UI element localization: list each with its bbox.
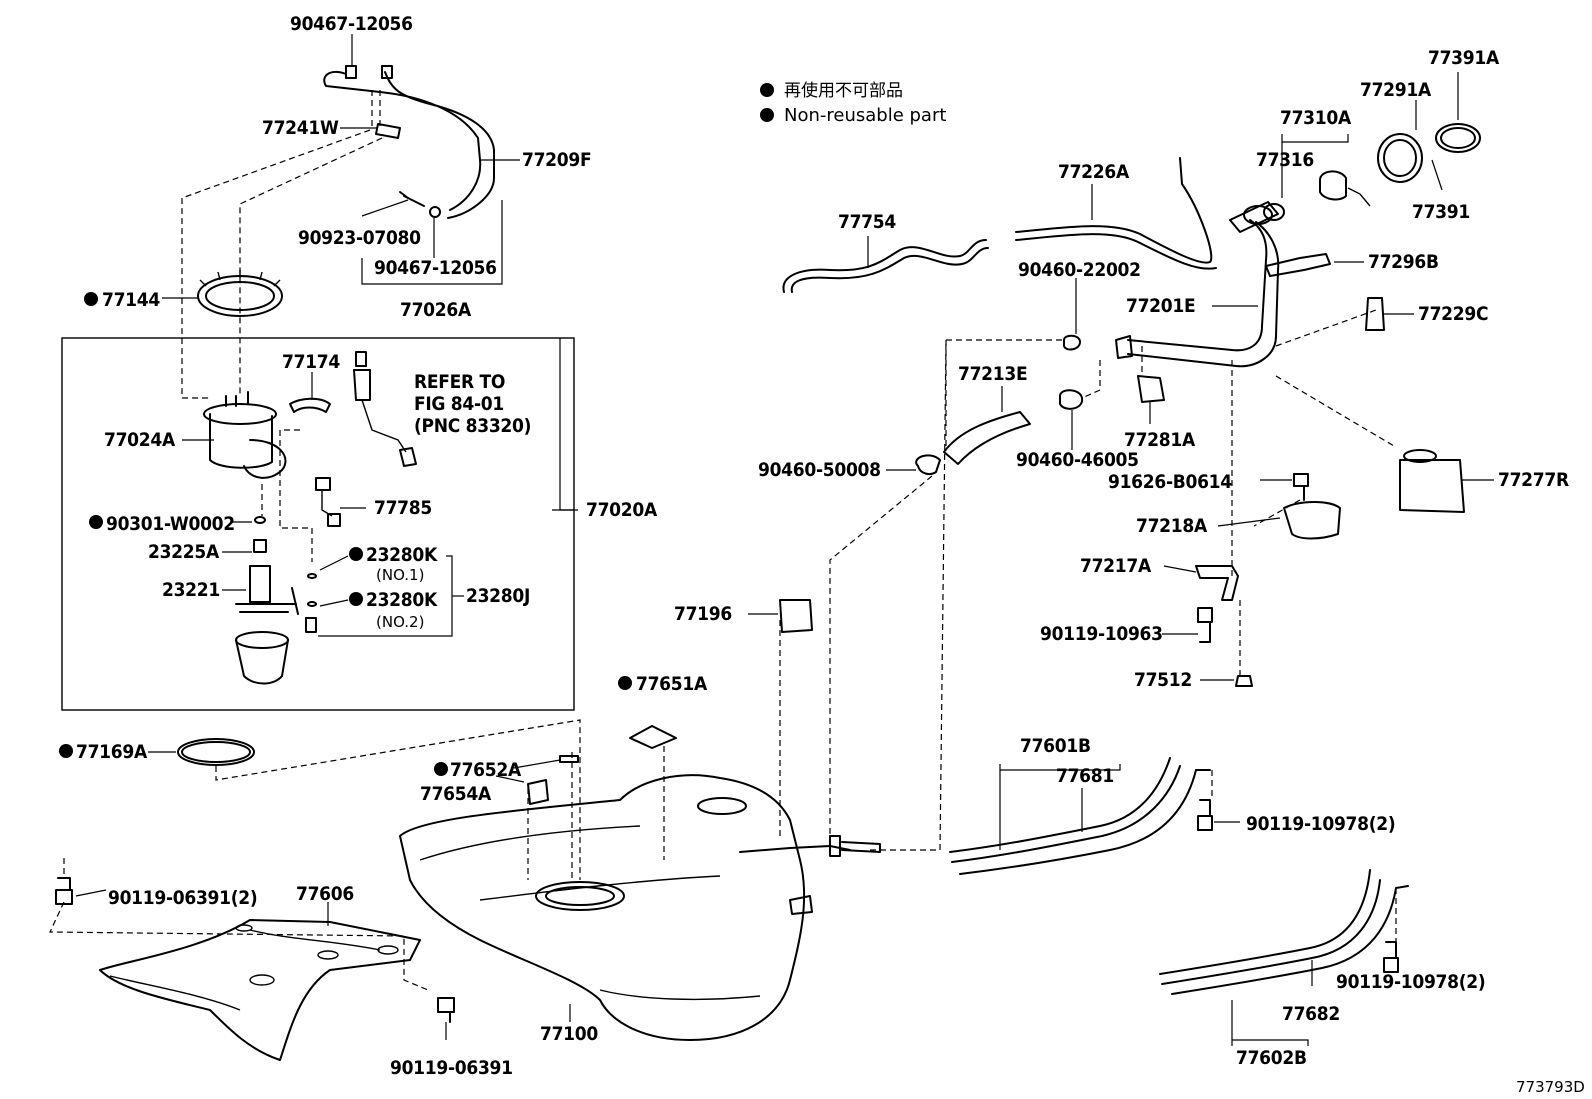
non-reusable-bullet-icon — [618, 676, 632, 690]
part-label: 90467-12056 — [374, 257, 497, 279]
part-label: 77391A — [1428, 47, 1500, 69]
non-reusable-bullet-icon — [89, 515, 103, 529]
non-reusable-bullet-icon — [84, 292, 98, 306]
part-label: 77229C — [1418, 303, 1488, 325]
part-label: 77024A — [104, 429, 176, 451]
part-label: 77512 — [1134, 669, 1192, 691]
filler-pipe-drawings — [779, 123, 1481, 995]
part-label: 90460-22002 — [1018, 259, 1141, 281]
part-label: 77020A — [586, 499, 658, 521]
part-sublabel: (NO.2) — [376, 613, 424, 631]
part-label: 77217A — [1080, 555, 1152, 577]
part-label: 77291A — [1360, 79, 1432, 101]
part-label: 90301-W0002 — [106, 513, 235, 535]
part-label: 77654A — [420, 783, 492, 805]
leader-lines — [75, 34, 1494, 1046]
refer-line-2: FIG 84-01 — [414, 393, 504, 415]
part-label: 77196 — [674, 603, 732, 625]
legend: 再使用不可部品 Non-reusable part — [760, 80, 946, 126]
part-label: 77100 — [540, 1023, 598, 1045]
legend-text-jp: 再使用不可部品 — [784, 80, 903, 101]
part-label: 77601B — [1020, 735, 1091, 757]
part-label: 77201E — [1126, 295, 1195, 317]
part-label: 77213E — [958, 363, 1027, 385]
part-label: 23280K — [366, 544, 438, 566]
part-label: 77209F — [522, 149, 591, 171]
part-label: 77218A — [1136, 515, 1208, 537]
part-label: 90119-06391 — [390, 1057, 513, 1079]
part-label: 77681 — [1056, 765, 1114, 787]
part-label: 77226A — [1058, 161, 1130, 183]
part-label: 77174 — [282, 351, 340, 373]
part-label: 77606 — [296, 883, 354, 905]
part-label: 77241W — [262, 117, 339, 139]
refer-line-1: REFER TO — [414, 371, 505, 393]
non-reusable-bullet-icon — [349, 547, 363, 561]
part-label: 77281A — [1124, 429, 1196, 451]
part-label: 77754 — [838, 211, 896, 233]
part-label: 77652A — [450, 759, 522, 781]
part-label: 91626-B0614 — [1108, 471, 1232, 493]
part-label: 77682 — [1282, 1003, 1340, 1025]
part-label: 90923-07080 — [298, 227, 421, 249]
dashed-lines-left — [49, 90, 781, 991]
part-label: 77391 — [1412, 201, 1470, 223]
part-label: 77169A — [76, 741, 148, 763]
non-reusable-bullet-icon — [434, 762, 448, 776]
fuel-tank-drawing — [399, 725, 881, 1041]
fuel-tank-protector-drawing — [55, 877, 455, 1061]
part-label: 77785 — [374, 497, 432, 519]
diagram-id: 773793D — [1516, 1078, 1585, 1096]
non-reusable-bullet-icon — [59, 744, 73, 758]
dashed-lines-right — [829, 309, 1397, 942]
part-label: 90460-50008 — [758, 459, 881, 481]
part-label: 90119-10978(2) — [1336, 971, 1485, 993]
non-reusable-bullet-icon — [760, 83, 774, 97]
part-label: 77602B — [1236, 1047, 1307, 1069]
part-label: 90467-12056 — [290, 13, 413, 35]
part-label: 23225A — [148, 541, 220, 563]
pump-assembly-box — [61, 337, 575, 711]
refer-line-3: (PNC 83320) — [414, 415, 531, 437]
part-label: 23280K — [366, 589, 438, 611]
part-label: 23221 — [162, 579, 220, 601]
part-label: 90119-10963 — [1040, 623, 1163, 645]
legend-text-en: Non-reusable part — [784, 105, 946, 126]
part-label: 77310A — [1280, 107, 1352, 129]
part-label: 90460-46005 — [1016, 449, 1139, 471]
part-sublabel: (NO.1) — [376, 566, 424, 584]
non-reusable-bullet-icon — [349, 592, 363, 606]
non-reusable-bullet-icon — [760, 108, 774, 122]
non-reusable-markers — [59, 292, 632, 776]
part-label: 77277R — [1498, 469, 1569, 491]
part-label: 90119-06391(2) — [108, 887, 257, 909]
part-label: 23280J — [466, 585, 530, 607]
part-label: 77316 — [1256, 149, 1314, 171]
part-label: 77296B — [1368, 251, 1439, 273]
part-label: 77651A — [636, 673, 708, 695]
part-label: 77144 — [102, 289, 160, 311]
part-label: 90119-10978(2) — [1246, 813, 1395, 835]
part-label: 77026A — [400, 299, 472, 321]
part-labels: 90467-12056 77241W 77209F 90923-07080 90… — [76, 13, 1585, 1096]
